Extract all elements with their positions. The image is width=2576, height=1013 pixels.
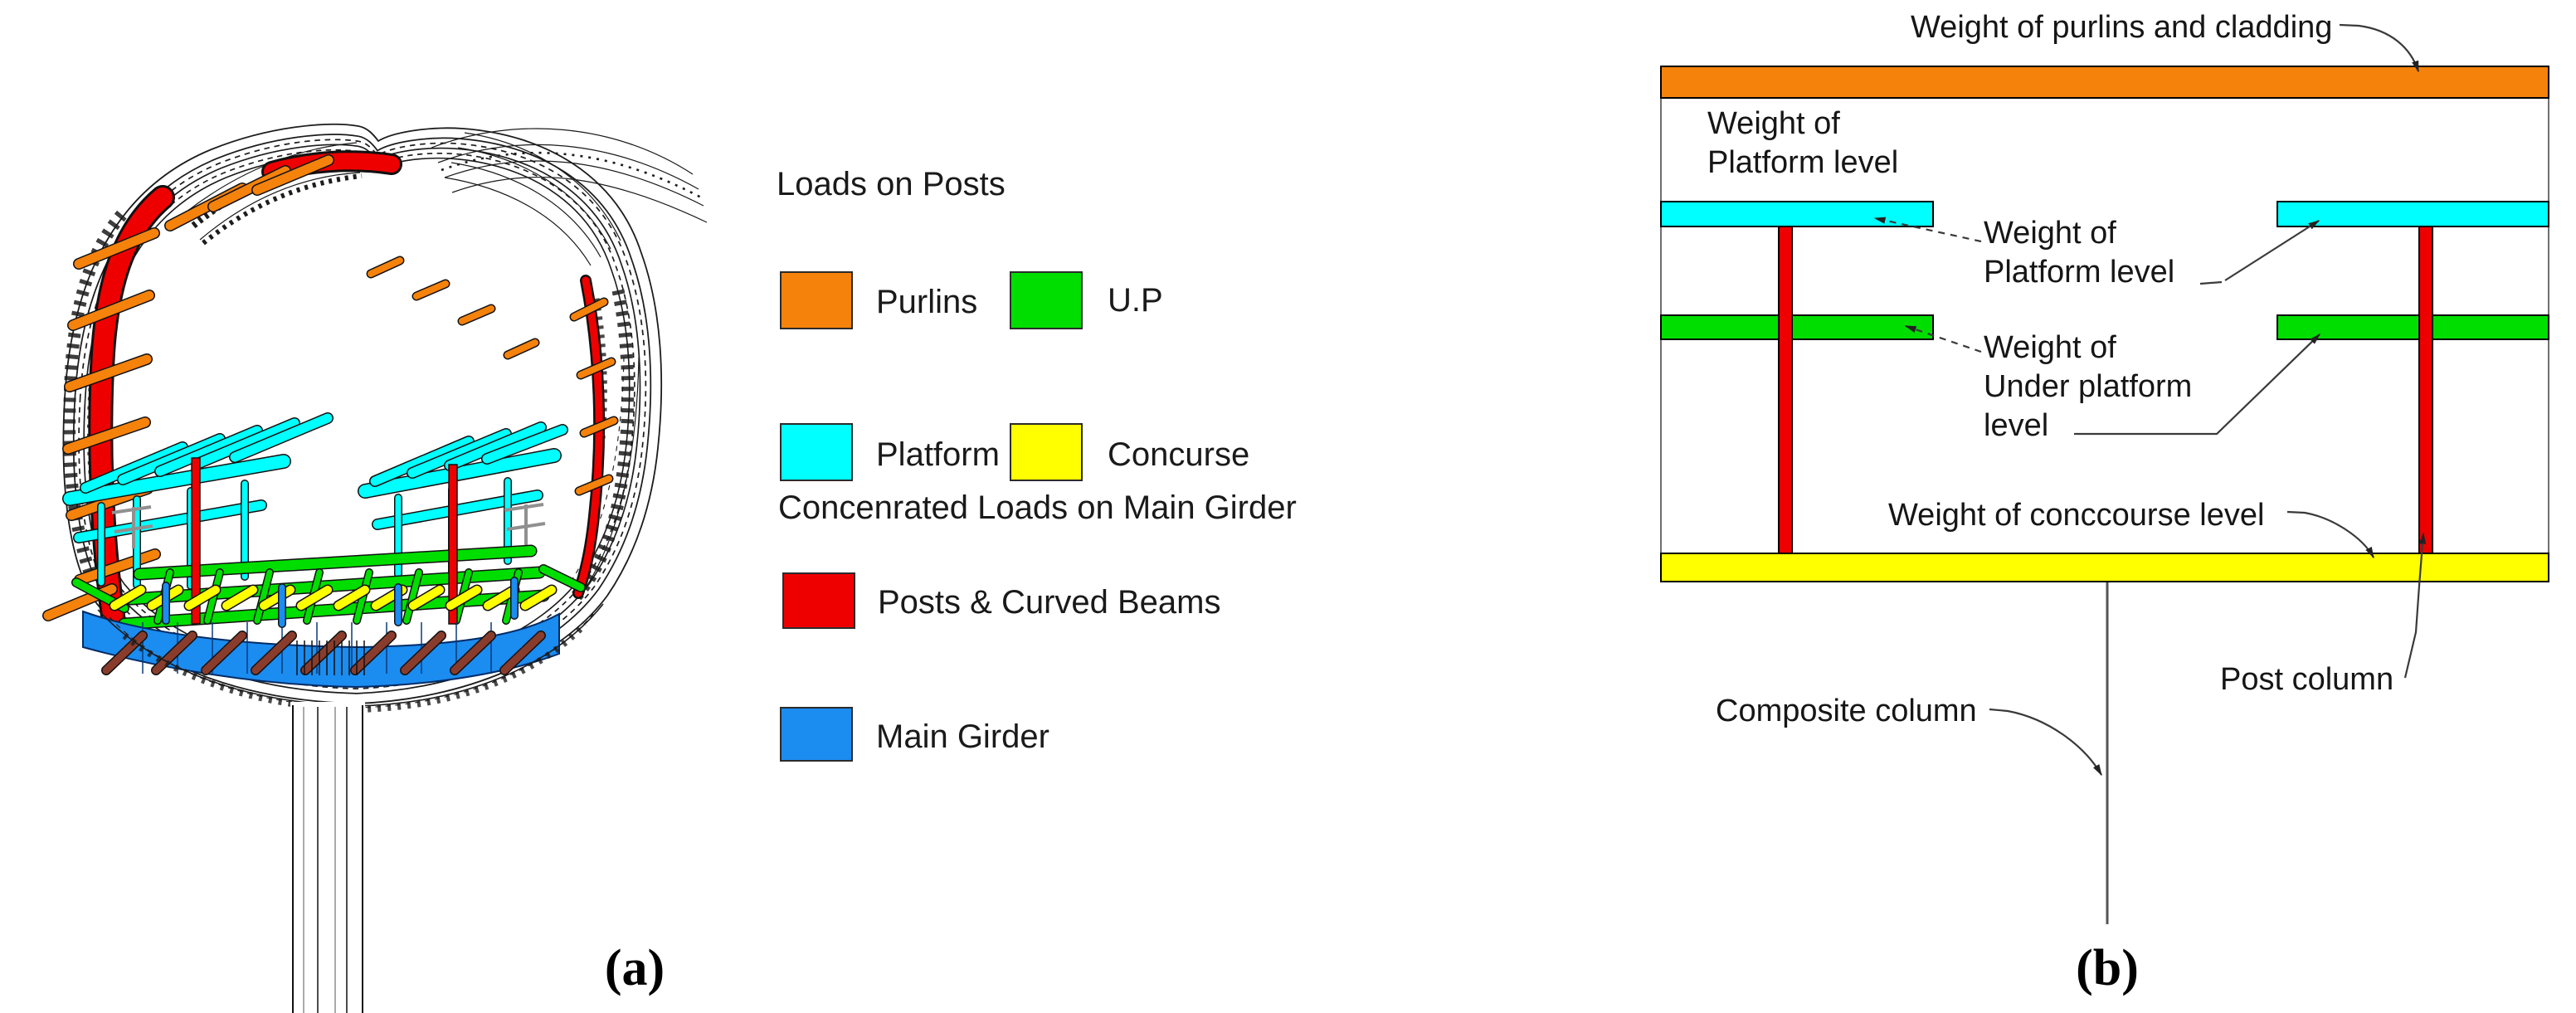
leader-purlins-cladding [2339, 23, 2420, 73]
legend-swatch-platform [780, 423, 853, 481]
label-composite-column: Composite column [1716, 694, 1977, 728]
legend-swatch-up [1010, 271, 1083, 329]
leader-under-platform-right [2074, 334, 2321, 436]
leader-platform-right [2199, 221, 2319, 285]
label-under-platform-level: Weight of Under platform level [1984, 330, 2193, 444]
legend-swatch-main-girder [780, 707, 853, 762]
label-post-column: Post column [2220, 662, 2394, 697]
under-platform-bar-left [1660, 314, 1934, 340]
platform-level-bar-left [1660, 201, 1934, 227]
panel-b-caption: (b) [2076, 940, 2139, 996]
legend-label-up: U.P [1108, 282, 1163, 319]
label-purlins-cladding: Weight of purlins and cladding [1911, 10, 2333, 45]
interior-posts-red [191, 457, 458, 625]
leader-composite-column [1989, 708, 2102, 777]
legend-swatch-posts-curved-beams [782, 572, 855, 629]
legend-label-platform: Platform [876, 436, 1000, 473]
legend-title-concentrated-loads: Concenrated Loads on Main Girder [778, 489, 1297, 526]
purlins-cladding-bar [1660, 66, 2549, 99]
structure-3d-model [42, 123, 708, 1013]
leader-post-column [2403, 532, 2427, 679]
legend-label-purlins: Purlins [876, 284, 978, 320]
legend-swatch-purlins [780, 271, 853, 329]
label-platform-level-mid: Weight of Platform level [1984, 216, 2175, 290]
legend-label-posts-curved-beams: Posts & Curved Beams [878, 584, 1221, 621]
panel-a-caption: (a) [604, 940, 665, 996]
leader-under-platform-left [1904, 324, 1982, 353]
legend-label-concurse: Concurse [1108, 436, 1250, 473]
leader-concourse [2286, 510, 2374, 559]
concourse-level-bar [1660, 553, 2549, 582]
legend-label-main-girder: Main Girder [876, 718, 1049, 755]
legend-title-loads-on-posts: Loads on Posts [777, 166, 1006, 202]
legend-swatch-concurse [1010, 423, 1083, 481]
access-ladders-gray [111, 503, 546, 548]
support-column [290, 702, 365, 1013]
label-concourse-level: Weight of conccourse level [1888, 498, 2265, 533]
label-platform-level-top: Weight of Platform level [1707, 106, 1899, 181]
under-platform-bar-right [2277, 314, 2549, 340]
leader-platform-left [1873, 217, 1982, 243]
